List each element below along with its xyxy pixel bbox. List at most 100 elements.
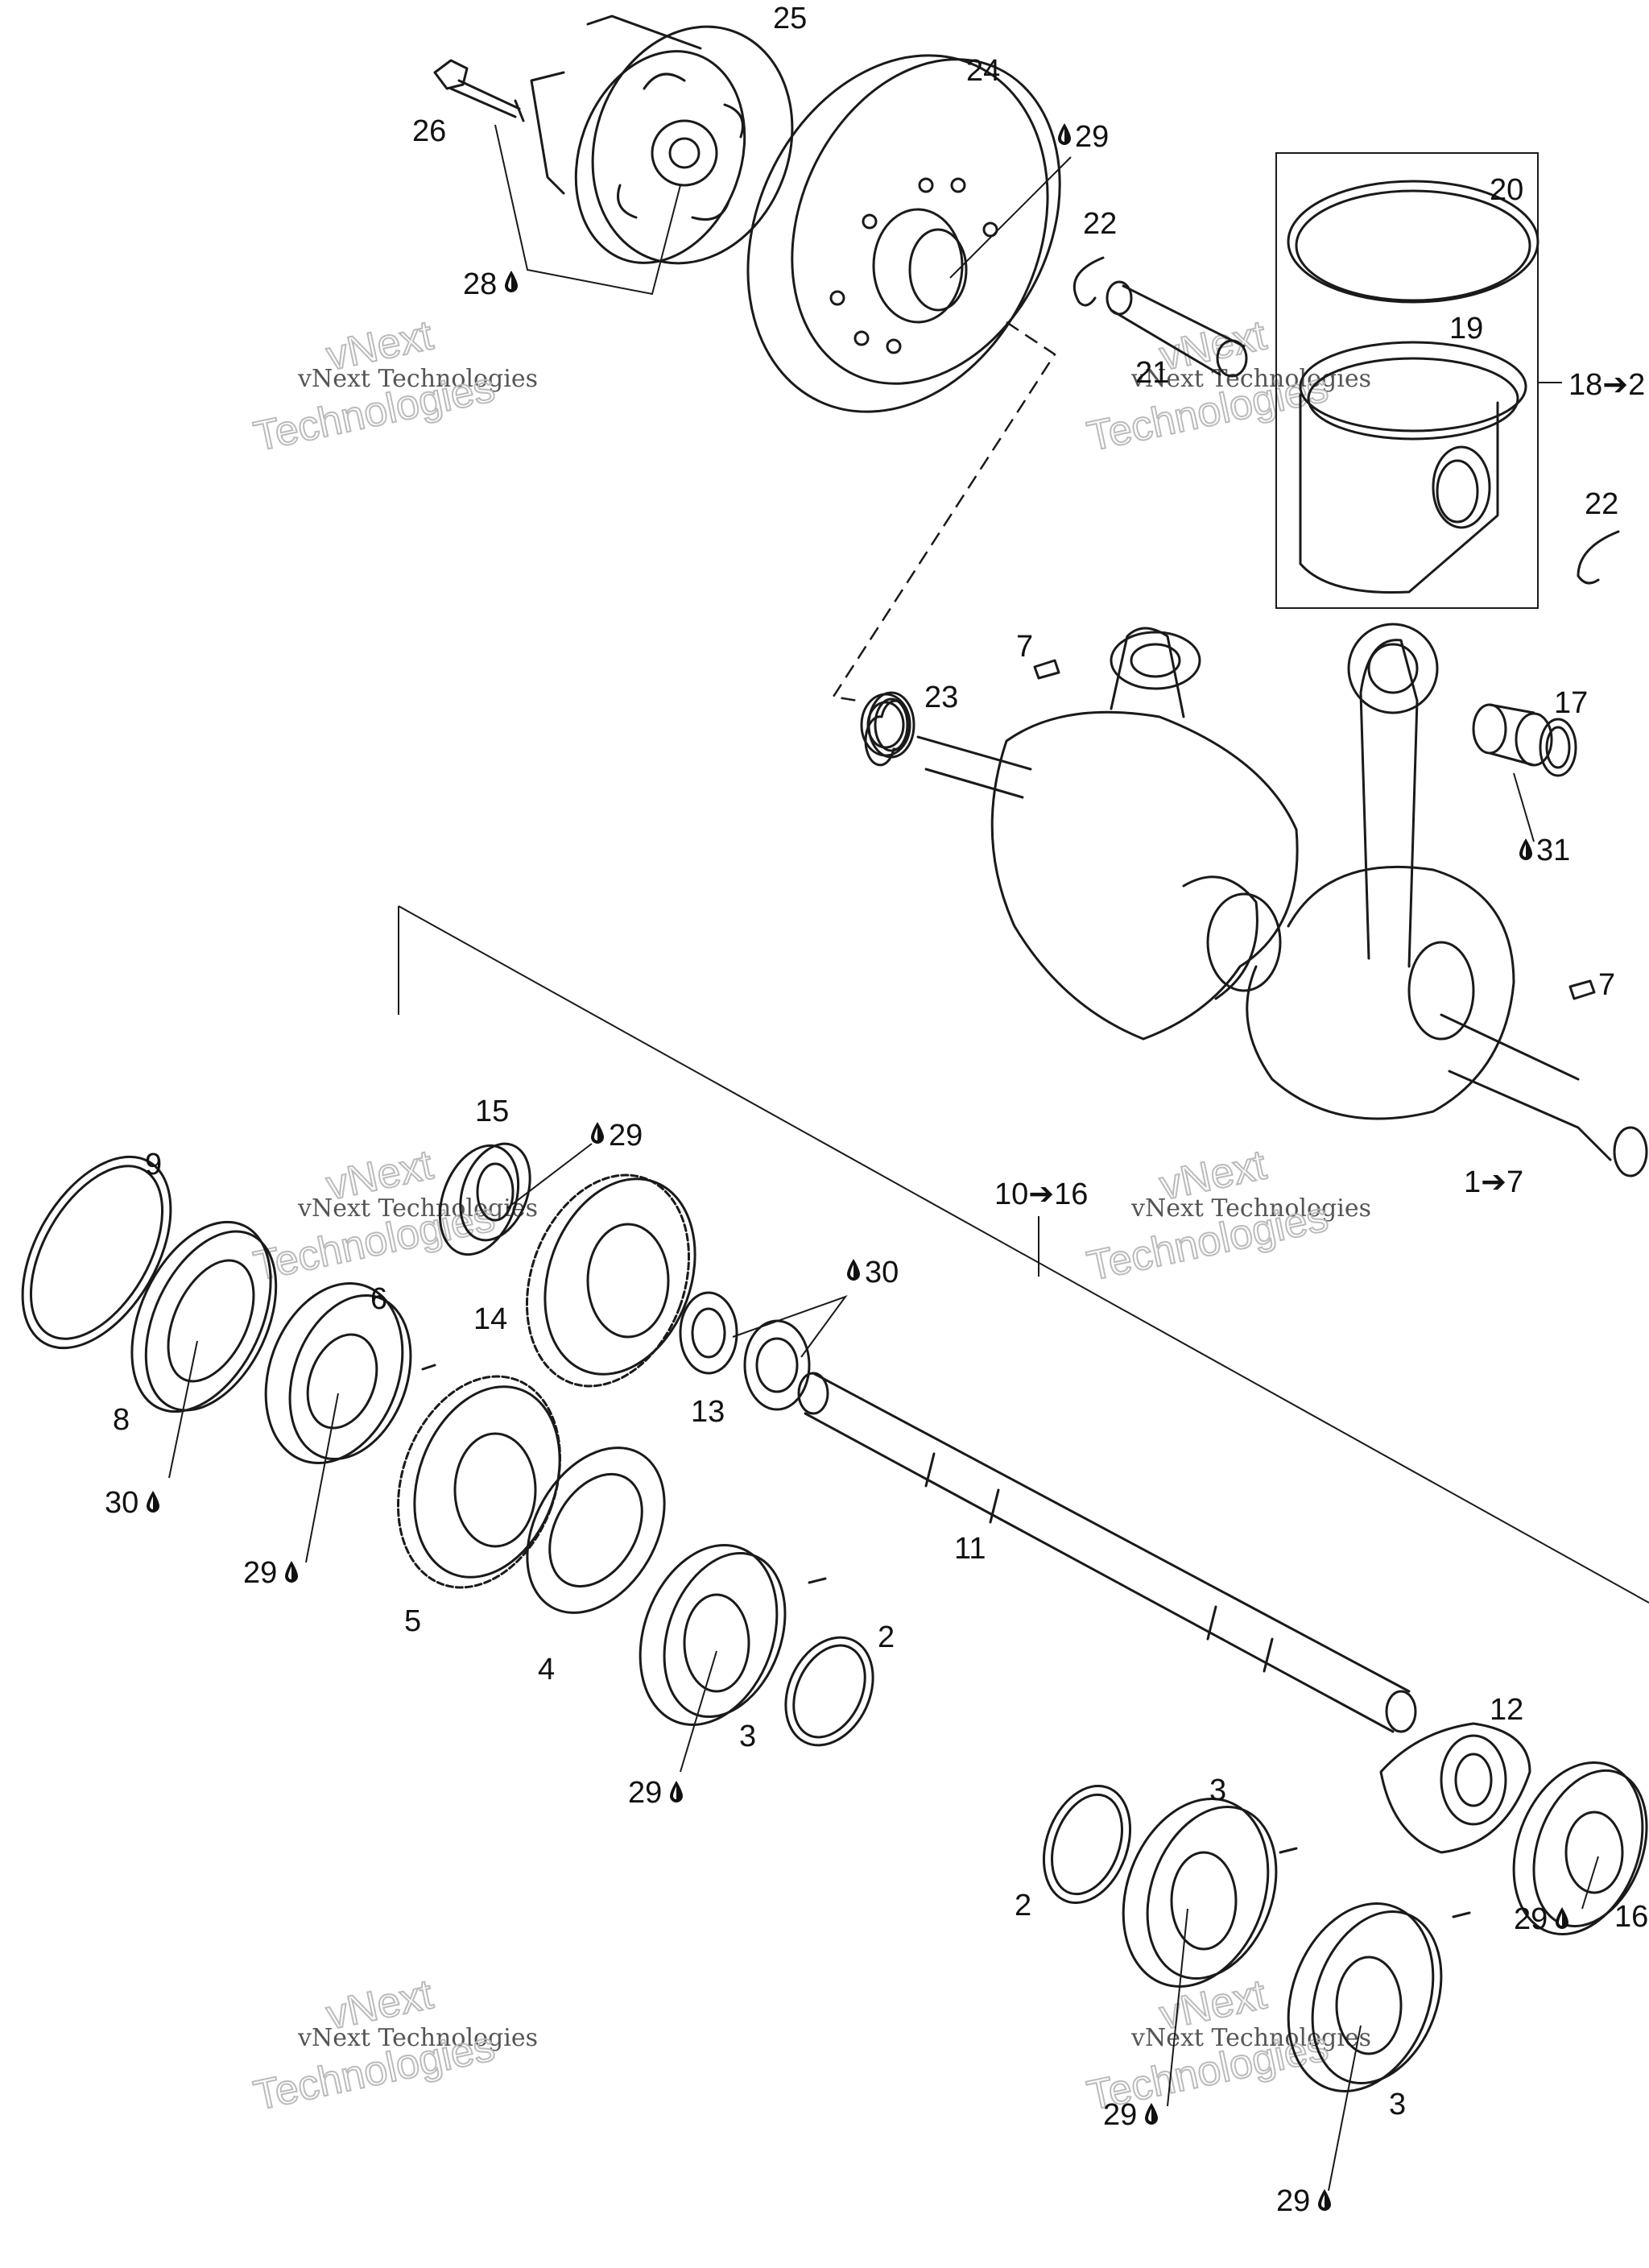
oil-drop-icon [285,1561,298,1583]
svg-text:vNext Technologies: vNext Technologies [297,1194,538,1223]
label-9: 9 [145,1148,162,1182]
label-30a: 30 [865,1256,899,1289]
part-5-gear [396,1375,562,1589]
label-22a: 22 [1083,207,1117,241]
svg-text:vNext Technologies: vNext Technologies [1130,2024,1371,2052]
label-8: 8 [113,1403,130,1437]
oil-drop-icon [1519,838,1532,860]
part-6-ball-bearing [264,1282,436,1464]
oil-drop-icon [147,1491,159,1513]
callout-labels: 25 24 29 26 28 20 22 21 19 18➔2 22 7 23 … [105,2,1648,2218]
label-11: 11 [954,1532,986,1566]
part-4-shim [526,1446,666,1614]
part-24-flywheel [746,54,1061,413]
label-23: 23 [924,681,958,714]
label-29f: 29 [1103,2098,1137,2132]
part-11-balance-shaft [797,1372,1417,1733]
part-23-ring [867,691,915,759]
label-2a: 2 [878,1620,895,1654]
leader-31 [1513,772,1535,842]
watermark-mid-right: vNext Technologies vNext Technologies [1082,1140,1371,1290]
part-9-shim [21,1155,172,1350]
watermark-top-left: vNext Technologies vNext Technologies [249,311,538,461]
label-1: 1➔7 [1464,1165,1523,1199]
part-7-key-a [1033,659,1060,680]
part-19-piston [1299,341,1527,594]
label-22b: 22 [1585,487,1618,521]
label-29g: 29 [1276,2184,1310,2218]
part-21-pin [1106,280,1248,378]
label-3a: 3 [739,1720,756,1753]
label-28: 28 [463,267,497,301]
label-15: 15 [475,1095,509,1128]
part-1-crankshaft [860,623,1648,1177]
label-17: 17 [1554,686,1588,720]
label-26: 26 [412,114,446,148]
label-3b: 3 [1209,1773,1226,1807]
svg-text:vNext Technologies: vNext Technologies [297,365,538,393]
leader-30a [732,1294,848,1358]
label-10: 10➔16 [994,1177,1088,1211]
label-7b: 7 [1598,968,1615,1002]
part-2-clip-b [1042,1784,1132,1905]
leader-29a [949,156,1072,279]
leader-29d [680,1650,717,1773]
part-3-bearing-c [1287,1902,1471,2092]
svg-text:vNext Technologies: vNext Technologies [297,2024,538,2052]
label-6: 6 [370,1282,387,1316]
leader-28 [494,124,681,296]
dashed-leader-24-23 [831,321,1056,702]
part-22-clip-a [1072,256,1105,307]
part-13-bearing [679,1291,811,1411]
label-20: 20 [1490,173,1523,207]
label-4: 4 [538,1653,555,1687]
svg-text:vNext Technologies: vNext Technologies [1130,1194,1371,1223]
part-3-bearing-b [1122,1798,1298,1988]
part-2-clip-a [784,1636,874,1747]
label-18: 18➔2 [1568,368,1645,402]
leader-29c [305,1393,339,1563]
label-3c: 3 [1389,2088,1406,2121]
part-22-clip-b [1577,530,1620,585]
leader-29e [1581,1856,1599,1910]
label-19: 19 [1449,312,1483,346]
part-20-ring [1287,180,1539,304]
part-26-bolt [433,59,525,122]
label-16: 16 [1614,1900,1648,1934]
oil-drop-icon [847,1259,860,1281]
part-16-bearing [1512,1761,1648,1936]
piston-box-18 [1275,152,1539,609]
part-8-oil-seal [130,1220,278,1413]
part-17-needle-bearing [1472,703,1577,777]
leader-29b [506,1143,593,1209]
label-2b: 2 [1015,1889,1031,1922]
label-30b: 30 [105,1486,138,1520]
label-12: 12 [1490,1693,1523,1727]
label-29b: 29 [609,1119,643,1153]
part-14-gear [525,1173,696,1388]
label-14: 14 [473,1302,507,1336]
label-5: 5 [404,1604,421,1638]
label-24: 24 [966,54,1000,88]
part-7-key-b [1568,979,1596,1000]
part-15-bearing [438,1142,531,1256]
group-bracket-10-16 [398,905,1649,1604]
label-29c: 29 [243,1556,277,1590]
leader-30b [168,1340,198,1479]
label-29e: 29 [1514,1902,1548,1936]
label-7a: 7 [1016,630,1033,664]
svg-text:vNext Technologies: vNext Technologies [1130,365,1371,393]
label-29a: 29 [1075,120,1109,154]
part-25-impeller [530,14,794,265]
watermark-top-right: vNext Technologies vNext Technologies [1082,311,1371,461]
label-31: 31 [1536,834,1570,867]
watermark-bottom-left: vNext Technologies vNext Technologies [249,1970,538,2120]
label-25: 25 [773,2,807,35]
leader-29f [1167,1908,1188,2107]
oil-drop-icon [670,1781,683,1802]
part-12-weight [1379,1722,1531,1854]
label-29d: 29 [628,1776,662,1810]
oil-drop-icon [1556,1907,1568,1929]
oil-drop-icon [505,271,518,292]
